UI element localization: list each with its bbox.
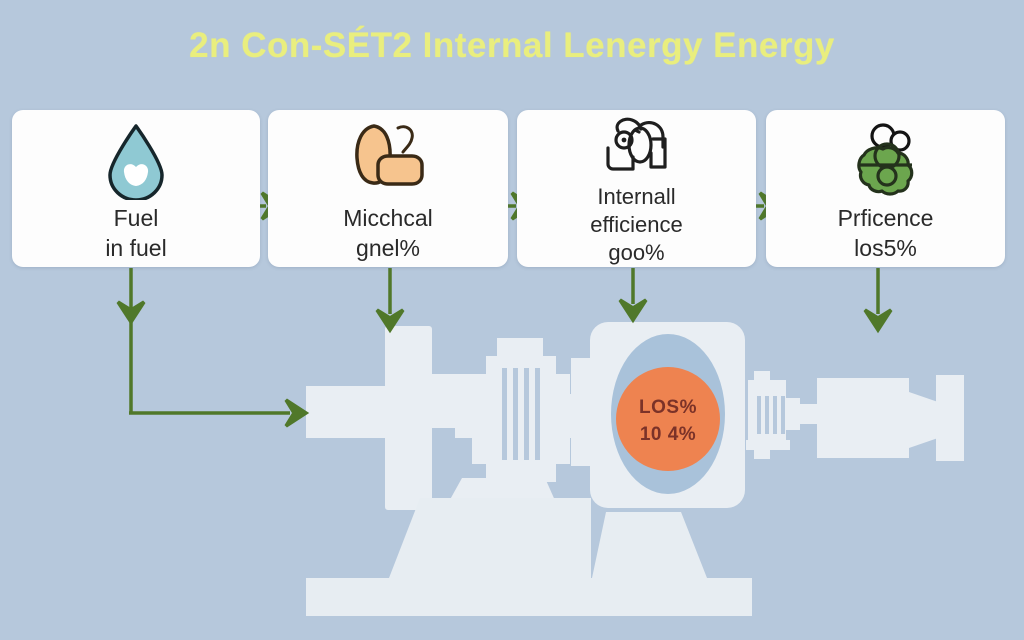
water-drop-icon xyxy=(98,119,174,201)
engine-tall-plate xyxy=(385,326,432,510)
card-text-line: in fuel xyxy=(105,234,167,261)
loss-label: LOS% 10 4% xyxy=(598,394,738,448)
green-gears-icon xyxy=(846,119,926,201)
card-mechanical: Micchcal gnel% xyxy=(268,110,508,267)
engine-outline-icon xyxy=(594,115,680,181)
card-internal-efficiency: Internall efficience goo% xyxy=(517,110,756,267)
card-performance: Prficence los5% xyxy=(766,110,1005,267)
card-text-line: efficience xyxy=(590,211,683,237)
engine-taper xyxy=(909,392,938,448)
card-text-line: Prficence xyxy=(837,204,934,231)
card-text-line: Micchcal xyxy=(343,204,433,231)
page-title: 2n Con-SÉT2 Internal Lenergy Energy xyxy=(189,26,835,65)
card-text-line: Fuel xyxy=(113,204,159,231)
loss-label-line1: LOS% xyxy=(639,397,697,418)
card-text-line: gnel% xyxy=(356,234,420,261)
engine-base xyxy=(306,498,752,616)
arrow-fuel-to-engine xyxy=(116,268,310,428)
engine-left-shaft xyxy=(306,386,390,438)
card-fuel: Fuel in fuel xyxy=(12,110,260,267)
engine-coupling xyxy=(447,338,583,505)
engine-right-shaft xyxy=(798,404,820,424)
mechanical-parts-icon xyxy=(346,119,430,201)
engine-end-cap xyxy=(936,375,964,461)
card-text-line: Internall xyxy=(597,183,676,209)
loss-label-line2: 10 4% xyxy=(639,424,697,445)
arrow-card2-down xyxy=(375,268,405,334)
card-text-line: los5% xyxy=(854,234,917,261)
card-text-line: goo% xyxy=(608,239,665,265)
arrow-card3-down xyxy=(618,268,648,324)
engine-right-block xyxy=(817,378,909,458)
engine-flange xyxy=(571,358,591,466)
arrow-card4-down xyxy=(863,268,893,334)
loss-circle xyxy=(616,367,720,471)
engine-right-coupling xyxy=(746,371,800,459)
